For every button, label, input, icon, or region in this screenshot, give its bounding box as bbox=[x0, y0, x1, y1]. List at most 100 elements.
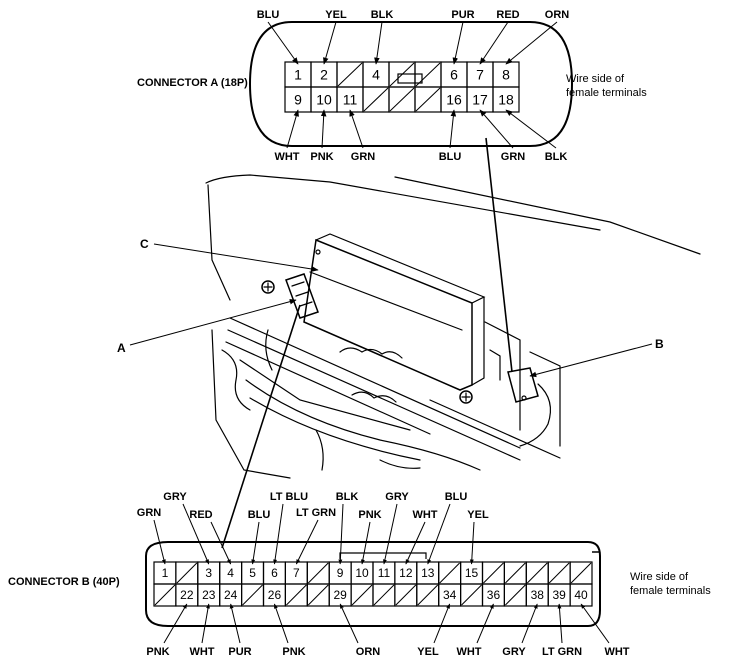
terminal-cell: 3 bbox=[197, 561, 221, 585]
terminal-cell: 8 bbox=[492, 61, 520, 88]
wire-color-label: BLU bbox=[427, 491, 467, 565]
wire-color-text: WHT bbox=[456, 646, 481, 658]
wire-color-text: LT BLU bbox=[270, 491, 308, 503]
terminal-cell bbox=[569, 561, 593, 585]
terminal-cell: 23 bbox=[197, 583, 221, 607]
wire-color-label: GRY bbox=[502, 603, 538, 658]
leader-c bbox=[153, 243, 319, 272]
blank-cavity-slash bbox=[461, 584, 482, 606]
blank-cavity-slash bbox=[415, 87, 441, 112]
terminal-cell: 2 bbox=[310, 61, 338, 88]
terminal-number: 7 bbox=[293, 566, 300, 580]
terminal-cell bbox=[394, 583, 418, 607]
wire-color-label: PUR bbox=[451, 9, 475, 65]
wire-color-text: PUR bbox=[451, 9, 474, 21]
wire-color-text: BLU bbox=[257, 9, 280, 21]
wire-color-text: BLK bbox=[371, 9, 394, 21]
wire-color-label: ORN bbox=[339, 603, 380, 658]
terminal-cell bbox=[414, 86, 442, 113]
terminal-number: 5 bbox=[249, 566, 256, 580]
leader-b bbox=[529, 343, 653, 378]
wire-color-text: GRY bbox=[502, 646, 526, 658]
blank-cavity-slash bbox=[415, 62, 441, 87]
terminal-cell bbox=[362, 86, 390, 113]
wire-color-text: GRY bbox=[163, 491, 187, 503]
wire-color-text: PNK bbox=[146, 646, 169, 658]
wire-pointer-arrow bbox=[505, 21, 558, 65]
wire-pointer-arrow bbox=[580, 603, 610, 644]
terminal-cell: 22 bbox=[175, 583, 199, 607]
wire-color-label: BLK bbox=[371, 9, 394, 65]
wire-color-label: YEL bbox=[323, 9, 347, 65]
wire-color-text: GRY bbox=[385, 491, 409, 503]
blank-cavity-slash bbox=[307, 584, 329, 606]
blank-cavity-slash bbox=[505, 584, 526, 606]
wire-pointer-arrow bbox=[229, 603, 241, 644]
wire-color-text: BLU bbox=[439, 151, 462, 163]
terminal-cell bbox=[306, 583, 330, 607]
wire-color-label: BLU bbox=[248, 509, 270, 565]
terminal-number: 4 bbox=[227, 566, 234, 580]
leader-connector-a-to-plug bbox=[221, 304, 301, 549]
wire-color-text: LT GRN bbox=[296, 507, 336, 519]
terminal-cell: 11 bbox=[336, 86, 364, 113]
blank-cavity-slash bbox=[176, 562, 198, 584]
wire-color-text: RED bbox=[496, 9, 519, 21]
wire-color-text: GRN bbox=[351, 151, 376, 163]
wire-color-text: PUR bbox=[228, 646, 251, 658]
blank-cavity-slash bbox=[483, 562, 504, 584]
wire-color-label: PNK bbox=[310, 109, 334, 163]
terminal-cell bbox=[350, 583, 374, 607]
wire-pointer-arrow bbox=[201, 603, 210, 644]
wire-color-label: RED bbox=[479, 9, 520, 65]
terminal-cell bbox=[525, 561, 549, 585]
blank-cavity-slash bbox=[351, 584, 373, 606]
terminal-number: 8 bbox=[502, 67, 510, 83]
terminal-cell: 24 bbox=[219, 583, 243, 607]
wire-pointer-arrow bbox=[320, 109, 327, 149]
terminal-cell: 17 bbox=[466, 86, 494, 113]
wire-pointer-arrow bbox=[273, 503, 284, 565]
terminal-cell: 10 bbox=[350, 561, 374, 585]
terminal-number: 13 bbox=[421, 566, 435, 580]
wire-pointer-arrow bbox=[374, 21, 383, 65]
terminal-cell: 5 bbox=[241, 561, 265, 585]
terminal-number: 16 bbox=[446, 92, 462, 108]
terminal-cell bbox=[460, 583, 484, 607]
wire-pointer-arrow bbox=[521, 603, 538, 644]
wire-pointer-arrow bbox=[210, 521, 232, 565]
terminal-number: 29 bbox=[333, 588, 347, 602]
wire-pointer-arrow bbox=[505, 109, 557, 149]
wire-color-label: LT BLU bbox=[270, 491, 308, 565]
wire-color-text: PNK bbox=[310, 151, 333, 163]
wire-color-label: YEL bbox=[467, 509, 489, 565]
terminal-cell: 10 bbox=[310, 86, 338, 113]
terminal-cell bbox=[175, 561, 199, 585]
terminal-cell: 36 bbox=[481, 583, 505, 607]
terminal-cell bbox=[503, 561, 527, 585]
wire-color-text: GRN bbox=[137, 507, 162, 519]
wire-pointer-arrow bbox=[382, 503, 398, 565]
terminal-number: 10 bbox=[355, 566, 369, 580]
dashboard-illustration bbox=[205, 174, 701, 479]
wire-color-text: GRN bbox=[501, 151, 526, 163]
wire-pointer-arrow bbox=[182, 503, 210, 565]
terminal-cell: 26 bbox=[262, 583, 286, 607]
terminal-number: 9 bbox=[294, 92, 302, 108]
wire-pointer-arrow bbox=[427, 503, 451, 565]
wire-color-label: RED bbox=[189, 509, 232, 565]
terminal-number: 15 bbox=[465, 566, 479, 580]
terminal-number: 18 bbox=[498, 92, 514, 108]
terminal-number: 34 bbox=[443, 588, 457, 602]
terminal-number: 2 bbox=[320, 67, 328, 83]
terminal-number: 9 bbox=[337, 566, 344, 580]
wire-color-text: WHT bbox=[604, 646, 629, 658]
callout-b: B bbox=[655, 337, 664, 351]
terminal-cell: 12 bbox=[394, 561, 418, 585]
